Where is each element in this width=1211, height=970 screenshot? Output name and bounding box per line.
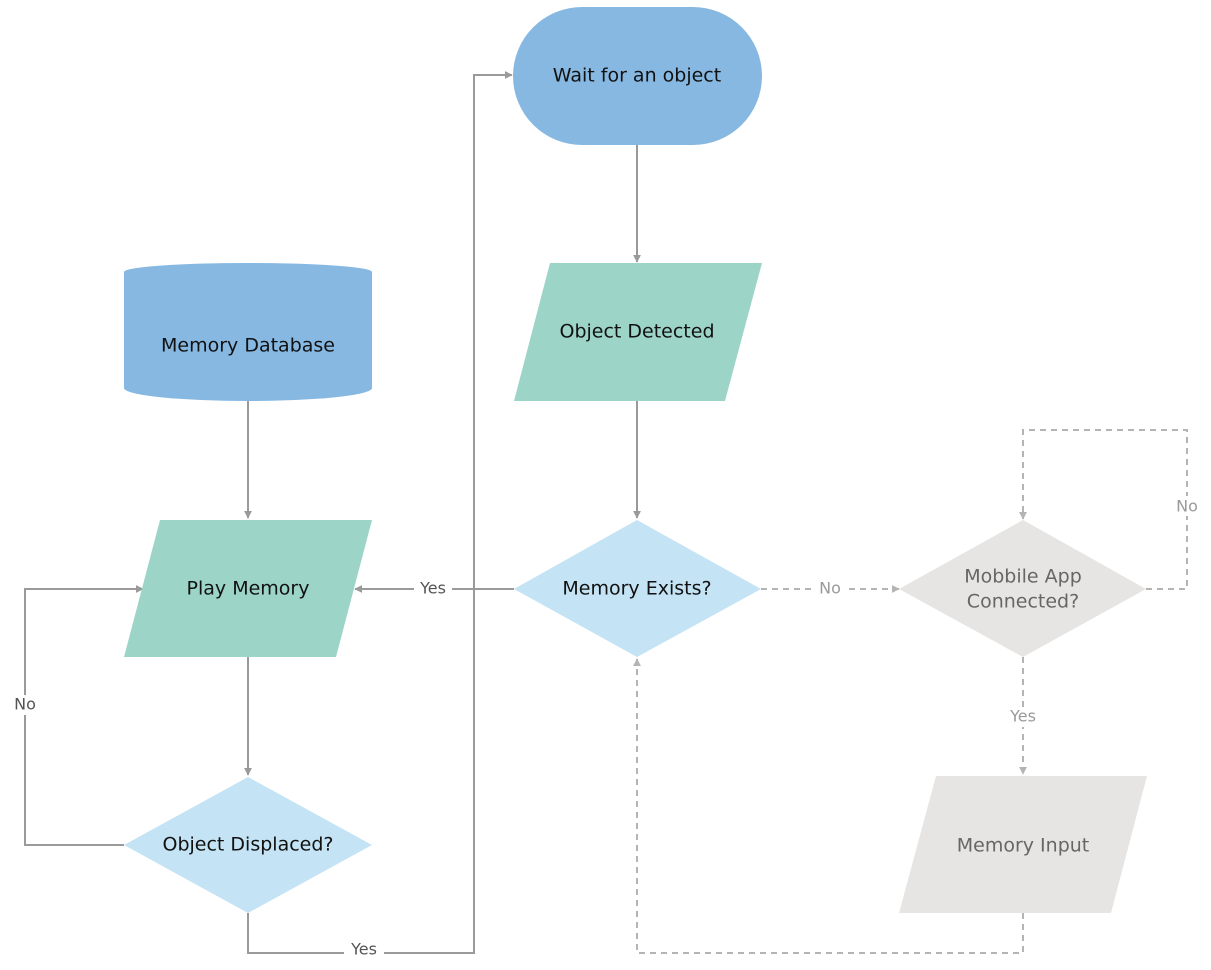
edge-app-loop — [1019, 429, 1188, 590]
edge-labels: Yes No No Yes No Yes — [9, 496, 1203, 963]
edge-label-displaced-play: No — [14, 695, 36, 714]
node-wait: Wait for an object — [513, 7, 762, 145]
node-app-label-line2: Connected? — [967, 591, 1079, 613]
io-shape — [124, 520, 372, 657]
node-database: Memory Database — [124, 263, 372, 401]
edge-label-app-loop: No — [1176, 497, 1198, 516]
database-shape — [124, 263, 372, 401]
edge-label-displaced-wait: Yes — [350, 940, 377, 959]
node-app: Mobbile App Connected? — [899, 520, 1146, 657]
edge-label-exists-app: No — [819, 579, 841, 598]
node-exists: Memory Exists? — [514, 520, 761, 657]
node-play: Play Memory — [124, 520, 372, 657]
node-wait-label: Wait for an object — [553, 65, 721, 87]
decision-shape — [899, 520, 1146, 657]
node-input: Memory Input — [899, 776, 1147, 913]
decision-shape — [124, 777, 372, 913]
node-displaced-label: Object Displaced? — [163, 834, 334, 856]
decision-shape — [514, 520, 761, 657]
node-detected: Object Detected — [514, 263, 762, 401]
io-shape — [899, 776, 1147, 913]
node-database-label: Memory Database — [161, 335, 335, 357]
node-detected-label: Object Detected — [559, 321, 714, 343]
node-app-label-line1: Mobbile App — [964, 566, 1082, 588]
node-input-label: Memory Input — [957, 835, 1090, 857]
node-displaced: Object Displaced? — [124, 777, 372, 913]
edge-displaced-to-play — [24, 585, 144, 846]
edge-displaced-to-wait — [247, 71, 513, 954]
node-play-label: Play Memory — [187, 578, 310, 600]
terminal-shape — [513, 7, 762, 145]
edge-input-to-exists — [633, 658, 1024, 954]
io-shape — [514, 263, 762, 401]
edge-label-app-input: Yes — [1009, 707, 1036, 726]
edge-label-exists-play: Yes — [419, 579, 446, 598]
node-exists-label: Memory Exists? — [562, 578, 711, 600]
